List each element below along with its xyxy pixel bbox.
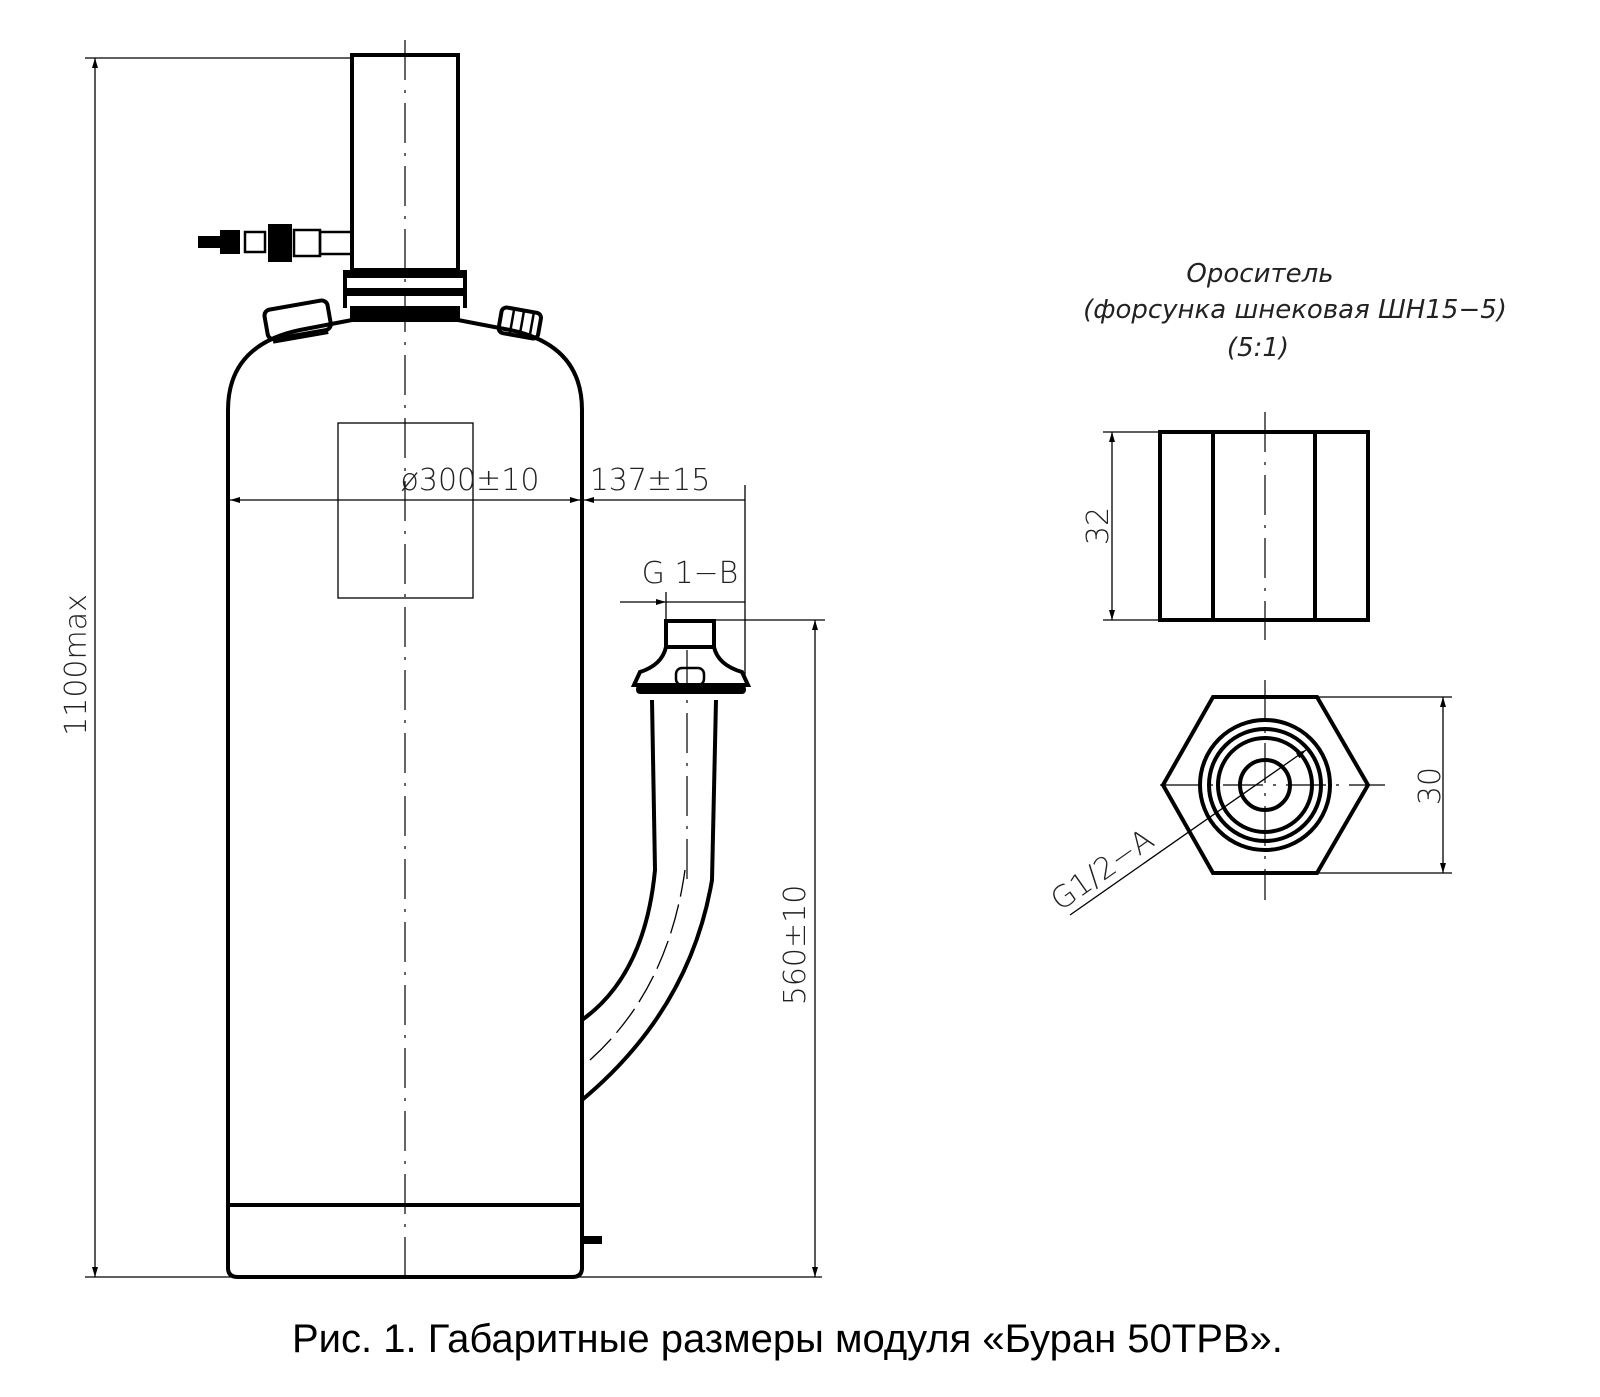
nozzle-side-view: 32 bbox=[1081, 412, 1370, 640]
nozzle-title: Ороситель bbox=[1186, 259, 1333, 289]
collar bbox=[343, 270, 467, 320]
label-plate bbox=[337, 422, 474, 599]
dimension-thread-outlet: G 1−B bbox=[620, 556, 745, 621]
dimension-diameter: ø300±10 bbox=[230, 463, 580, 503]
thread-outlet-label: G 1−B bbox=[642, 556, 739, 591]
dimension-outlet-height: 560±10 bbox=[714, 619, 825, 1277]
nozzle-height-label: 32 bbox=[1081, 507, 1116, 545]
nozzle-subtitle: (форсунка шнековая ШН15−5) bbox=[1083, 295, 1507, 325]
outlet-nozzle-head bbox=[630, 619, 752, 694]
drain-valve bbox=[582, 1236, 602, 1244]
side-fitting bbox=[198, 224, 354, 262]
diameter-label: ø300±10 bbox=[401, 463, 540, 498]
nozzle-scale: (5:1) bbox=[1227, 333, 1289, 363]
nozzle-thread-label: G1/2−A bbox=[1045, 822, 1161, 918]
fire-module-body bbox=[198, 40, 602, 1285]
tank-shell bbox=[226, 318, 584, 1205]
offset-label: 137±15 bbox=[590, 463, 711, 498]
outlet-height-label: 560±10 bbox=[778, 885, 813, 1006]
nozzle-top-view: 30 G1/2−A bbox=[1045, 680, 1452, 918]
nozzle-detail: Ороситель (форсунка шнековая ШН15−5) (5:… bbox=[1045, 259, 1507, 918]
dimension-offset: 137±15 bbox=[584, 463, 746, 680]
outlet-pipe bbox=[580, 619, 752, 1102]
left-cap bbox=[262, 298, 333, 344]
figure-caption: Рис. 1. Габаритные размеры модуля «Буран… bbox=[292, 1317, 1283, 1361]
right-cap bbox=[496, 305, 543, 341]
dimension-height-max: 1100max bbox=[59, 57, 822, 1278]
height-max-label: 1100max bbox=[59, 594, 94, 736]
nozzle-width-label: 30 bbox=[1413, 767, 1448, 805]
